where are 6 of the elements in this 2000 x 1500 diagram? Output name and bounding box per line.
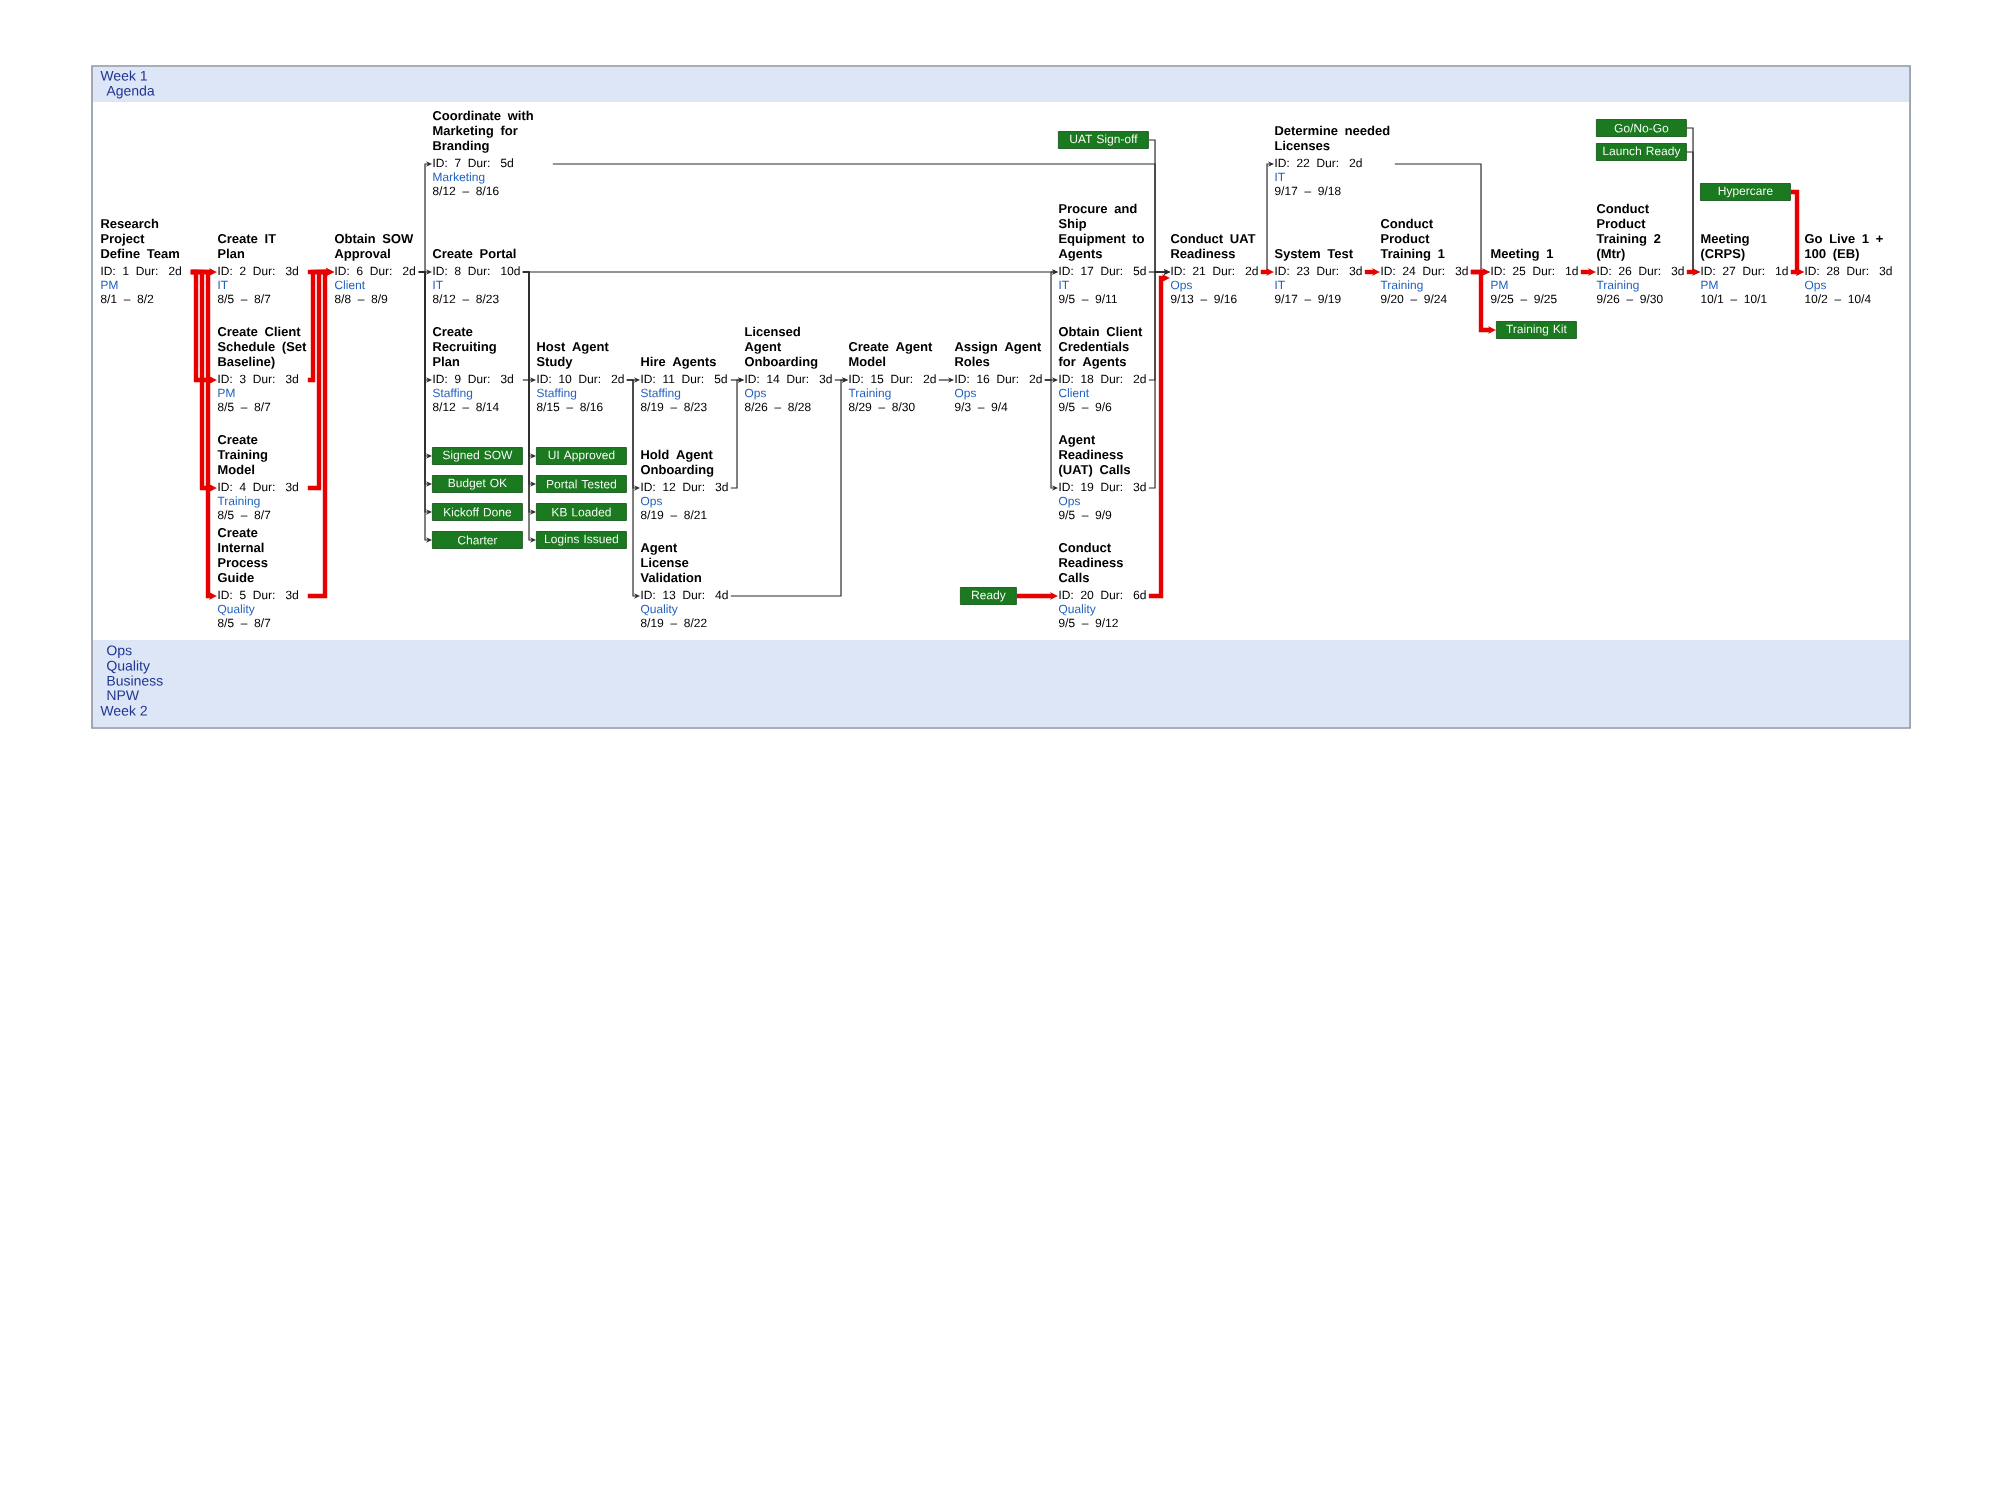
connector bbox=[418, 161, 432, 273]
connector bbox=[730, 377, 744, 489]
connector bbox=[1044, 269, 1058, 381]
connector bbox=[1148, 273, 1170, 599]
connector bbox=[1260, 161, 1274, 273]
connector bbox=[730, 377, 848, 597]
